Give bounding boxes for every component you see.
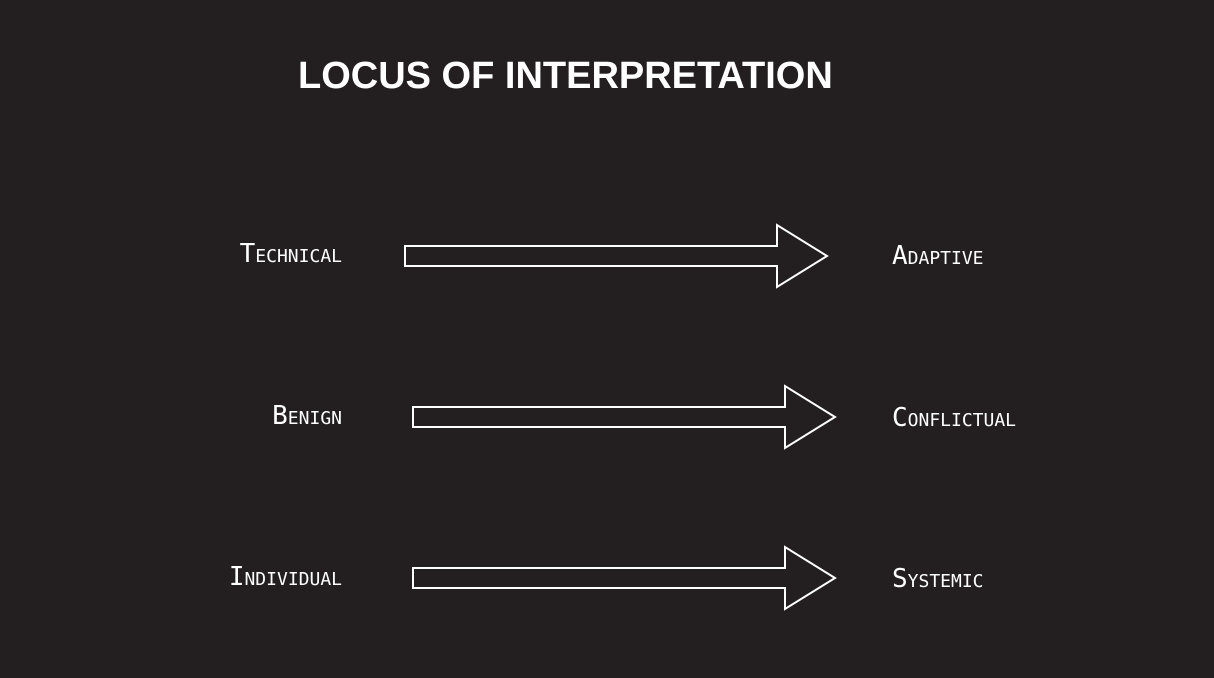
- label-conflictual: Conflictual: [892, 403, 1017, 433]
- label-individual: Individual: [228, 562, 342, 592]
- label-technical: Technical: [239, 239, 342, 269]
- label-adaptive: Adaptive: [892, 241, 984, 271]
- arrow-right-icon: [404, 223, 829, 289]
- arrow-right-icon: [412, 384, 837, 450]
- slide-title: LOCUS OF INTERPRETATION: [298, 55, 833, 97]
- label-benign: Benign: [272, 401, 342, 431]
- label-systemic: Systemic: [892, 564, 984, 594]
- arrow-right-icon: [412, 545, 837, 611]
